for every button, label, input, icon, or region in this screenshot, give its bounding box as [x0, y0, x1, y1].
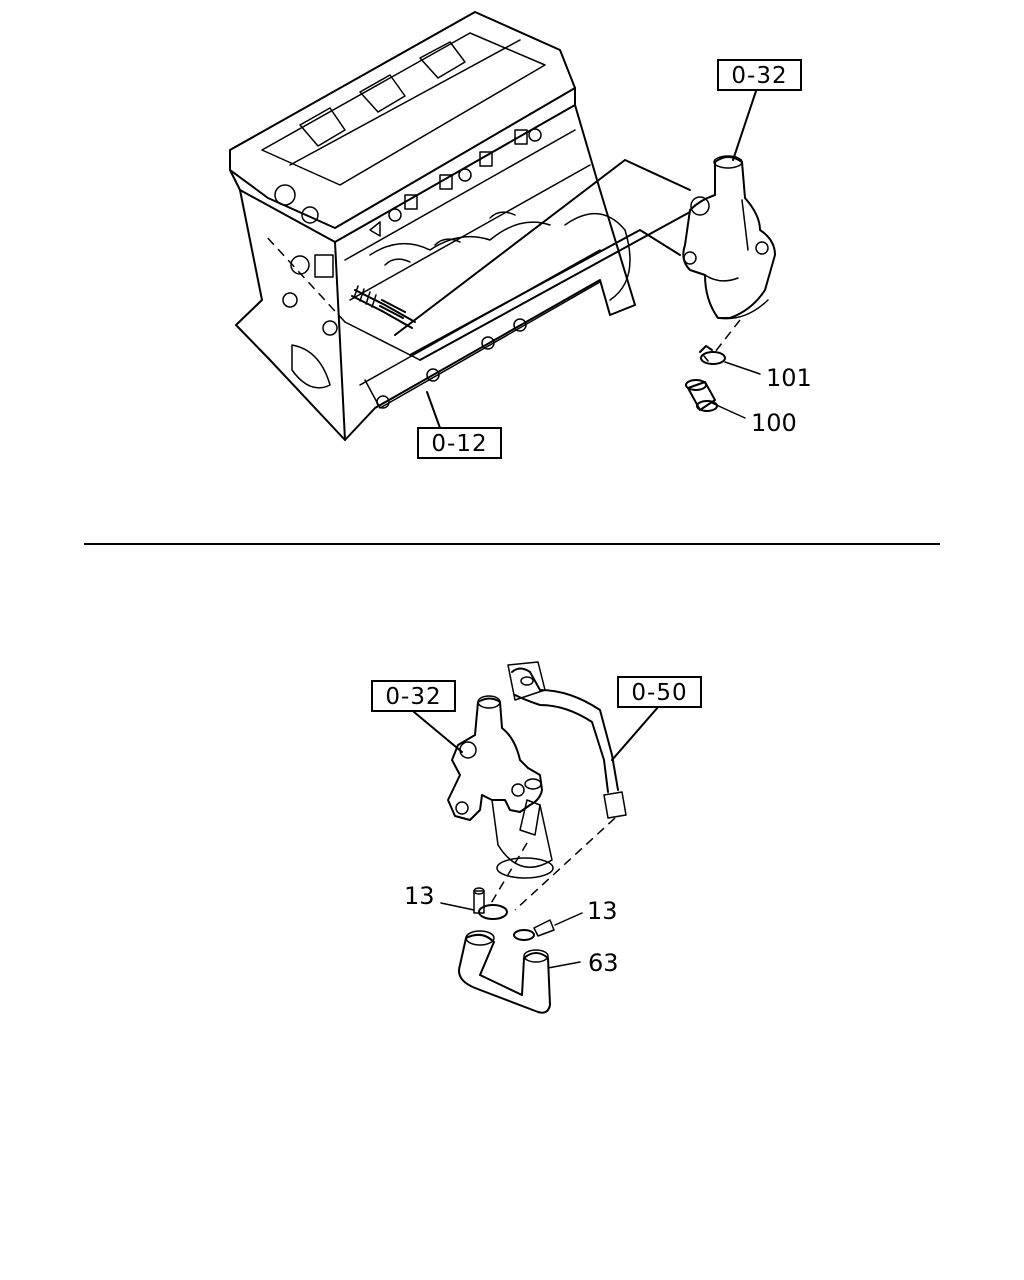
hose-100 — [685, 379, 718, 412]
thermostat-housing-bottom — [447, 695, 554, 879]
water-pipe — [507, 661, 627, 819]
pipe-to-hose-dashed — [514, 817, 616, 911]
ref-box-top-0-12[interactable]: 0-12 — [417, 427, 502, 459]
leader-13-left — [440, 902, 475, 911]
ref-label: 0-12 — [431, 431, 487, 457]
engine-to-pump-leaders — [264, 159, 691, 361]
leader-top-0-12 — [426, 391, 441, 429]
leader-top-0-32 — [732, 87, 758, 161]
hose-clamp-13-right — [513, 919, 555, 941]
leader-13-right — [554, 912, 583, 926]
part-number-100[interactable]: 100 — [751, 409, 797, 437]
housing-to-hose-dashed — [489, 842, 528, 906]
ref-label: 0-32 — [731, 63, 787, 89]
thermostat-housing-top — [682, 155, 776, 320]
hose-clamp-13-left — [473, 887, 508, 920]
ref-box-bottom-0-50[interactable]: 0-50 — [617, 676, 702, 708]
leader-100 — [711, 402, 746, 419]
ref-label: 0-32 — [385, 684, 441, 710]
leader-101 — [724, 361, 761, 375]
leader-bottom-0-32 — [413, 711, 463, 753]
ref-label: 0-50 — [631, 680, 687, 706]
part-number-101[interactable]: 101 — [766, 364, 812, 392]
part-number-63[interactable]: 63 — [588, 949, 619, 977]
ref-box-bottom-0-32[interactable]: 0-32 — [371, 680, 456, 712]
pump-to-clamp-dashed — [714, 319, 741, 353]
hose-clamp-101 — [699, 345, 726, 365]
leader-63 — [547, 961, 581, 969]
hose-63 — [458, 930, 551, 1014]
engine-block-drawing — [229, 11, 636, 441]
leader-bottom-0-50 — [611, 705, 660, 761]
part-number-13-right[interactable]: 13 — [587, 897, 618, 925]
part-number-13-left[interactable]: 13 — [404, 882, 435, 910]
ref-box-top-0-32[interactable]: 0-32 — [717, 59, 802, 91]
